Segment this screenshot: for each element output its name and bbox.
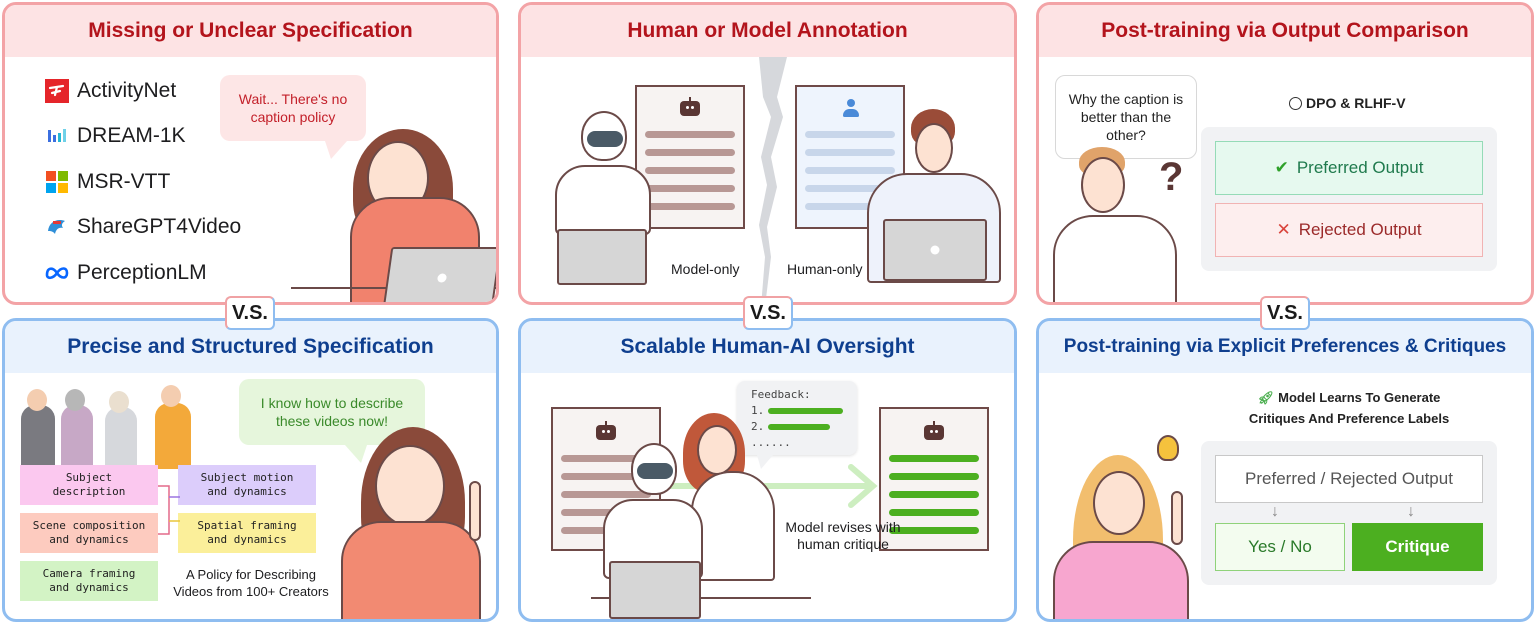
man-face-illustration xyxy=(1081,157,1125,213)
vs-badge-2: V.S. xyxy=(743,296,793,330)
preferred-output-box: ✔ Preferred Output xyxy=(1215,141,1483,195)
robot-body-illustration xyxy=(555,165,651,235)
tag-scene-composition: Scene composition and dynamics xyxy=(20,513,158,553)
microsoft-logo-icon xyxy=(45,170,69,194)
person-icon xyxy=(843,99,859,119)
human-only-label: Human-only xyxy=(787,261,863,277)
creators-illustration xyxy=(15,385,195,475)
critique-container: Preferred / Rejected Output ↓ ↓ Yes / No… xyxy=(1201,441,1497,585)
check-icon: ✔ xyxy=(1274,158,1289,177)
pointing-hand xyxy=(469,481,481,541)
tag-subject-description: Subject description xyxy=(20,465,158,505)
revised-model-document xyxy=(879,407,989,551)
panel-explicit-preferences-critiques: Post-training via Explicit Preferences &… xyxy=(1036,318,1534,622)
laptop-illustration xyxy=(382,247,496,302)
robot-icon xyxy=(680,97,700,116)
x-icon: ✕ xyxy=(1276,220,1291,239)
woman-body-illustration xyxy=(691,471,775,581)
speech-bubble: I know how to describe these videos now! xyxy=(239,379,425,463)
woman-body-illustration xyxy=(1053,541,1189,619)
preferred-rejected-output-box: Preferred / Rejected Output xyxy=(1215,455,1483,503)
feedback-line-2 xyxy=(768,424,831,430)
dataset-name: ActivityNet xyxy=(77,79,177,102)
woman-body-illustration xyxy=(341,521,481,619)
vs-badge-3: V.S. xyxy=(1260,296,1310,330)
dataset-activitynet: ActivityNet xyxy=(45,79,176,103)
speech-bubble: Why the caption is better than the other… xyxy=(1055,75,1197,159)
policy-caption: A Policy for Describing Videos from 100+… xyxy=(173,567,329,599)
woman-face-illustration xyxy=(375,445,445,527)
panel-missing-specification: Missing or Unclear Specification Activit… xyxy=(2,2,499,305)
model-annotation-document xyxy=(635,85,745,229)
panel-title: Human or Model Annotation xyxy=(521,5,1014,57)
robot-icon xyxy=(596,421,616,440)
sharegpt4video-dolphin-icon xyxy=(45,215,69,239)
feedback-title: Feedback: xyxy=(751,388,811,401)
dataset-name: PerceptionLM xyxy=(77,261,207,284)
yes-no-box: Yes / No xyxy=(1215,523,1345,571)
tag-spatial-framing: Spatial framing and dynamics xyxy=(178,513,316,553)
panel-human-or-model-annotation: Human or Model Annotation Model-only Hum… xyxy=(518,2,1017,305)
robot-laptop xyxy=(609,561,701,619)
panel-title: Precise and Structured Specification xyxy=(5,321,496,373)
arrow-down-icon: ↓ xyxy=(1407,503,1415,520)
tag-connector-lines xyxy=(158,485,180,535)
model-only-label: Model-only xyxy=(671,261,740,277)
panel-title: Scalable Human-AI Oversight xyxy=(521,321,1014,373)
vs-badge-1: V.S. xyxy=(225,296,275,330)
activitynet-icon xyxy=(45,79,69,103)
woman-face-illustration xyxy=(1093,471,1145,535)
dataset-msr-vtt: MSR-VTT xyxy=(45,170,170,194)
man-face-illustration xyxy=(915,123,953,173)
dataset-sharegpt4video: ShareGPT4Video xyxy=(45,215,241,239)
robot-visor xyxy=(637,463,673,479)
woman-face-illustration xyxy=(697,425,737,475)
rocket-icon: 🚀︎ xyxy=(1257,390,1275,405)
dataset-dream-1k: DREAM-1K xyxy=(45,124,186,148)
critique-box: Critique xyxy=(1352,523,1483,571)
feedback-bubble: Feedback: 1. 2. ...... xyxy=(737,381,857,469)
method-label: DPO & RLHF-V xyxy=(1289,95,1406,111)
man-body-illustration xyxy=(1053,215,1177,302)
speech-bubble: Wait... There's no caption policy xyxy=(220,75,366,159)
man-laptop xyxy=(883,219,987,281)
arrow-down-icon: ↓ xyxy=(1271,503,1279,520)
pointing-hand xyxy=(1171,491,1183,545)
feedback-line-1 xyxy=(768,408,843,414)
dataset-name: DREAM-1K xyxy=(77,124,186,147)
neutral-face-icon xyxy=(1289,96,1302,110)
revision-caption: Model revises with human critique xyxy=(785,519,901,552)
crack-divider xyxy=(759,57,787,302)
robot-visor xyxy=(587,131,623,147)
panel-title: Post-training via Output Comparison xyxy=(1039,5,1531,57)
dataset-name: ShareGPT4Video xyxy=(77,215,242,238)
panel-title: Missing or Unclear Specification xyxy=(5,5,496,57)
panel-human-ai-oversight: Scalable Human-AI Oversight Feedback: 1.… xyxy=(518,318,1017,622)
panel-output-comparison: Post-training via Output Comparison Why … xyxy=(1036,2,1534,305)
tag-subject-motion: Subject motion and dynamics xyxy=(178,465,316,505)
dream-bars-icon xyxy=(45,124,69,148)
robot-laptop xyxy=(557,229,647,285)
feedback-more: ...... xyxy=(751,436,791,449)
tag-camera-framing: Camera framing and dynamics xyxy=(20,561,158,601)
rejected-output-box: ✕ Rejected Output xyxy=(1215,203,1483,257)
panel-structured-specification: Precise and Structured Specification Sub… xyxy=(2,318,499,622)
lightbulb-icon xyxy=(1157,435,1179,461)
dataset-perceptionlm: PerceptionLM xyxy=(45,261,207,285)
question-mark: ? xyxy=(1159,155,1184,199)
dataset-name: MSR-VTT xyxy=(77,170,171,193)
robot-icon xyxy=(924,421,944,440)
desk-line xyxy=(591,597,811,599)
meta-infinity-icon xyxy=(45,261,69,285)
comparison-container: ✔ Preferred Output ✕ Rejected Output xyxy=(1201,127,1497,271)
heading-text: 🚀︎ Model Learns To Generate Critiques An… xyxy=(1199,387,1499,429)
